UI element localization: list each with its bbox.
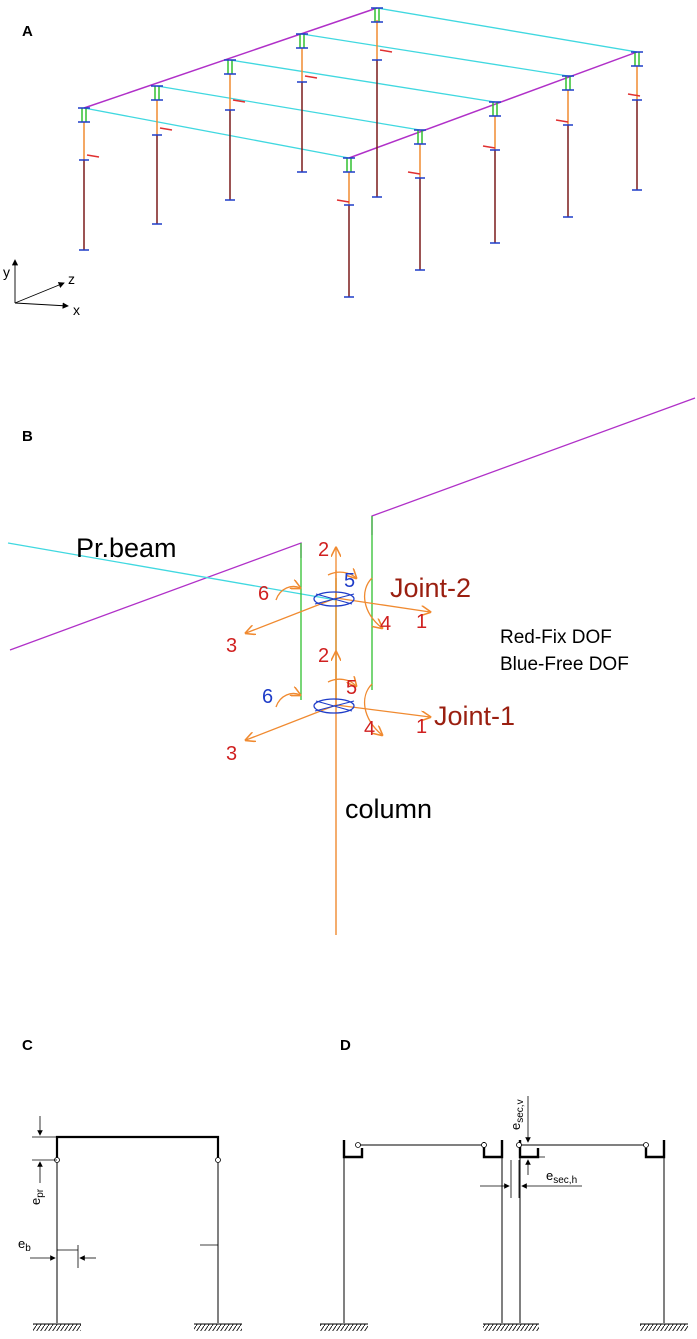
j2-dof-1: 1 (416, 611, 427, 633)
support-c-right (194, 1324, 242, 1331)
e-b-label: eb (18, 1236, 31, 1254)
j2-dof-5: 5 (344, 570, 355, 592)
joint-2-cross-b (315, 593, 353, 605)
columns (83, 20, 638, 297)
j1-dof-3: 3 (226, 743, 237, 765)
joint-2-free-rotation-ellipse (313, 591, 355, 607)
frame-d (342, 1140, 666, 1323)
legend-red-fix: Red-Fix DOF (500, 627, 612, 648)
z-axis-arrow (14, 282, 65, 304)
joint-1-label: Joint-1 (434, 701, 515, 731)
j2-dof-6: 6 (258, 583, 269, 605)
e-pr-label: epr (28, 1188, 46, 1205)
roof-girders (83, 7, 638, 159)
e-sec-v-dimension (519, 1096, 545, 1175)
joint-1-cross-b (315, 700, 353, 712)
panel-c-label: C (22, 1037, 33, 1054)
hinge-c-right (215, 1157, 221, 1163)
joint-1-dof (246, 652, 430, 740)
joint-links (78, 7, 643, 298)
x-axis-label: x (73, 302, 80, 318)
j1-dof-1: 1 (416, 716, 427, 738)
support-c-left (33, 1324, 81, 1331)
y-axis-label: y (3, 264, 10, 280)
hinge-d-1 (355, 1142, 361, 1148)
e-sec-h-dimension (480, 1160, 582, 1198)
panel-a: A (3, 7, 643, 318)
primary-beam-label: Pr.beam (76, 533, 177, 563)
hinge-d-4 (643, 1142, 649, 1148)
joint-2-label: Joint-2 (390, 573, 471, 603)
support-d-2 (483, 1324, 539, 1331)
panel-b-label: B (22, 428, 33, 445)
panel-c: C epr eb (18, 1037, 242, 1331)
panel-d: D esec,v (320, 1037, 688, 1331)
j1-dof-5: 5 (346, 677, 357, 699)
support-d-3 (640, 1324, 688, 1331)
purlin-beams (83, 7, 638, 159)
j2-dof-4: 4 (380, 613, 391, 635)
e-sec-h-label: esec,h (546, 1168, 577, 1186)
e-pr-dimension (32, 1116, 57, 1183)
j1-dof-4: 4 (364, 718, 375, 740)
legend-blue-free: Blue-Free DOF (500, 654, 629, 675)
frame-c (55, 1135, 220, 1323)
support-d-1 (320, 1324, 368, 1331)
x-axis-arrow (14, 302, 69, 309)
coordinate-axes (11, 259, 69, 309)
j2-dof-2: 2 (318, 539, 329, 561)
e-sec-v-label: esec,v (508, 1099, 526, 1130)
panel-b: B (7, 397, 696, 935)
hinge-d-3 (516, 1142, 522, 1148)
girder-lines (9, 397, 696, 651)
j2-dof-3: 3 (226, 635, 237, 657)
hinge-d-2 (481, 1142, 487, 1148)
j1-dof-2: 2 (318, 645, 329, 667)
z-axis-label: z (68, 271, 75, 287)
column-label: column (345, 794, 432, 824)
panel-a-label: A (22, 23, 33, 40)
panel-d-label: D (340, 1037, 351, 1054)
e-b-dimension (30, 1245, 96, 1268)
primary-beam-line (7, 542, 337, 601)
joint-1-free-rotation-ellipse (313, 698, 355, 714)
j1-dof-6: 6 (262, 686, 273, 708)
